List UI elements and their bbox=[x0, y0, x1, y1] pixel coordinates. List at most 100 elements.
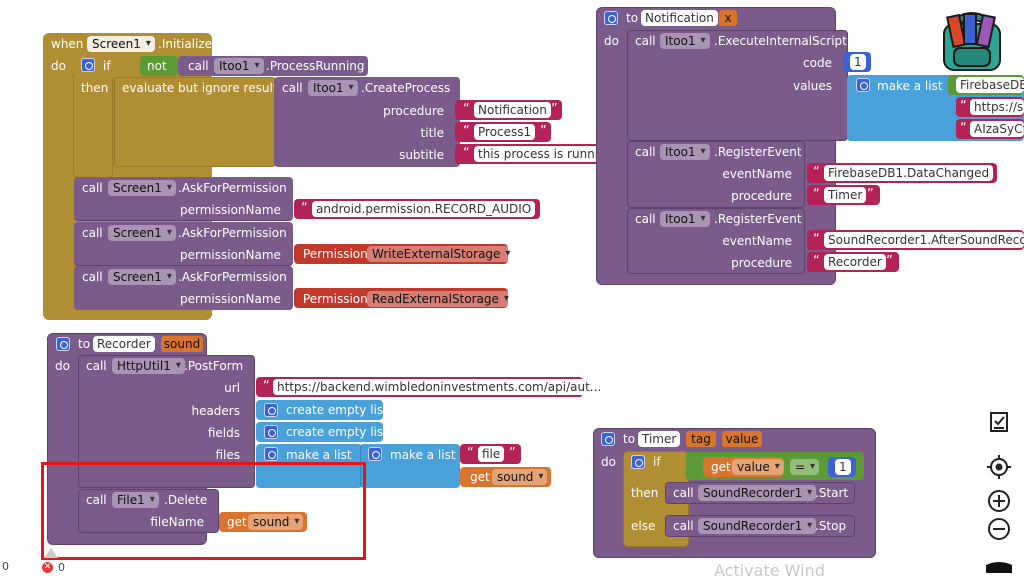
register-event-1-quote-open: “ bbox=[813, 165, 820, 180]
file-value[interactable]: file bbox=[478, 446, 505, 462]
files-inner-list-gear-icon[interactable] bbox=[368, 447, 382, 461]
code-label: code bbox=[803, 56, 832, 70]
zoom-in-icon[interactable] bbox=[987, 489, 1011, 513]
post-form-component-dropdown[interactable]: HttpUtil1 bbox=[112, 358, 185, 374]
recorder-param-sound[interactable]: sound bbox=[161, 336, 203, 352]
warning-icon bbox=[44, 548, 58, 558]
error-count[interactable]: 0 bbox=[58, 561, 65, 574]
not-block[interactable] bbox=[140, 56, 178, 76]
get-sound-2-label: get bbox=[227, 515, 247, 529]
code-value[interactable]: 1 bbox=[850, 54, 866, 70]
timer-if-gear-icon[interactable] bbox=[631, 455, 645, 469]
get-value-dropdown[interactable]: value bbox=[732, 459, 784, 475]
trash-icon[interactable] bbox=[982, 559, 1016, 573]
ask-permission-1-param: permissionName bbox=[180, 203, 281, 217]
values-label: values bbox=[792, 79, 832, 93]
url-value[interactable]: https://backend.wimbledoninvestments.com… bbox=[273, 379, 606, 395]
recorder-start-component-dropdown[interactable]: SoundRecorder1 bbox=[698, 485, 817, 501]
file-delete-component-dropdown[interactable]: File1 bbox=[112, 492, 159, 508]
create-process-call[interactable] bbox=[274, 77, 460, 167]
register-event-1-method: .RegisterEvent bbox=[714, 145, 802, 159]
if-gear-icon[interactable] bbox=[81, 58, 95, 72]
backpack-icon[interactable] bbox=[936, 10, 1008, 78]
values-item-2[interactable]: https://spy bbox=[970, 99, 1024, 115]
register-event-1-proc-label: procedure bbox=[731, 189, 792, 203]
recorder-gear-icon[interactable] bbox=[56, 337, 70, 351]
recorder-start-call-label: call bbox=[673, 486, 694, 500]
recorder-to-label: to bbox=[78, 337, 91, 351]
warning-count[interactable]: 0 bbox=[2, 560, 9, 573]
ask-permission-3-value-dropdown[interactable]: ReadExternalStorage bbox=[367, 291, 513, 307]
procedure-value[interactable]: Notification bbox=[474, 102, 551, 118]
post-form-method: .PostForm bbox=[184, 359, 244, 373]
compare-operator-dropdown[interactable]: = bbox=[790, 459, 820, 475]
timer-param-value[interactable]: value bbox=[722, 431, 762, 447]
ask-permission-2-component-dropdown[interactable]: Screen1 bbox=[108, 225, 176, 241]
init-component-dropdown[interactable]: Screen1 bbox=[87, 36, 155, 52]
zoom-out-icon[interactable] bbox=[987, 517, 1011, 541]
values-item-3-quote: “ bbox=[960, 121, 967, 136]
timer-do-label: do bbox=[601, 455, 616, 469]
register-event-call-2[interactable] bbox=[627, 208, 805, 274]
file-quote-open: “ bbox=[467, 446, 474, 461]
timer-else-label: else bbox=[631, 519, 656, 533]
files-list-gear-icon[interactable] bbox=[264, 447, 278, 461]
notification-name-field[interactable]: Notification bbox=[641, 10, 718, 26]
notification-gear-icon[interactable] bbox=[604, 11, 618, 25]
values-item-3[interactable]: AIzaSyCf bbox=[970, 121, 1024, 137]
values-list-gear-icon[interactable] bbox=[856, 78, 870, 92]
ask-permission-3-component-dropdown[interactable]: Screen1 bbox=[108, 269, 176, 285]
ask-permission-1-component-dropdown[interactable]: Screen1 bbox=[108, 180, 176, 196]
values-item-2-quote: “ bbox=[960, 99, 967, 114]
register-event-2-component-dropdown[interactable]: Itoo1 bbox=[660, 211, 710, 227]
evaluate-label: evaluate but ignore result bbox=[122, 81, 278, 95]
compare-number-value[interactable]: 1 bbox=[835, 459, 851, 475]
register-event-call-1[interactable] bbox=[627, 141, 805, 208]
recorder-name-field[interactable]: Recorder bbox=[93, 336, 155, 352]
title-quote-close: ” bbox=[540, 124, 547, 139]
create-process-component-dropdown[interactable]: Itoo1 bbox=[308, 80, 358, 96]
checklist-icon[interactable] bbox=[988, 411, 1010, 433]
register-event-2-proc-quote-close: ” bbox=[886, 254, 893, 269]
workspace-controls bbox=[980, 405, 1020, 573]
ask-permission-2-prefix: Permission bbox=[303, 247, 368, 261]
ask-permission-1-value[interactable]: android.permission.RECORD_AUDIO bbox=[312, 201, 536, 217]
execute-script-method: .ExecuteInternalScript bbox=[714, 34, 847, 48]
recenter-icon[interactable] bbox=[987, 455, 1011, 479]
highlight-box bbox=[41, 462, 366, 560]
error-icon[interactable]: ✕ bbox=[42, 562, 53, 573]
register-event-1-event-value[interactable]: FirebaseDB1.DataChanged bbox=[824, 165, 994, 181]
timer-name-field[interactable]: Timer bbox=[638, 431, 681, 447]
get-sound-1-dropdown[interactable]: sound bbox=[492, 469, 548, 485]
file-delete-call-label: call bbox=[86, 493, 107, 507]
headers-label: headers bbox=[191, 404, 240, 418]
subtitle-value[interactable]: this process is running bbox=[474, 146, 618, 162]
register-event-1-proc-quote-open: “ bbox=[813, 187, 820, 202]
fields-label: fields bbox=[207, 426, 240, 440]
post-form-call[interactable] bbox=[78, 355, 255, 488]
execute-script-component-dropdown[interactable]: Itoo1 bbox=[660, 33, 710, 49]
notification-param-x[interactable]: x bbox=[719, 10, 737, 26]
register-event-2-proc-value[interactable]: Recorder bbox=[824, 254, 886, 270]
register-event-2-call-label: call bbox=[635, 212, 656, 226]
process-running-component-dropdown[interactable]: Itoo1 bbox=[214, 58, 264, 74]
headers-list-gear-icon[interactable] bbox=[264, 403, 278, 417]
ask-permission-2-value-dropdown[interactable]: WriteExternalStorage bbox=[367, 246, 515, 262]
register-event-1-component-dropdown[interactable]: Itoo1 bbox=[660, 144, 710, 160]
timer-param-tag[interactable]: tag bbox=[686, 431, 716, 447]
title-value[interactable]: Process1 bbox=[474, 124, 536, 140]
headers-empty-list-label: create empty list bbox=[286, 403, 388, 417]
create-process-call-label: call bbox=[282, 81, 303, 95]
recorder-stop-component-dropdown[interactable]: SoundRecorder1 bbox=[698, 518, 817, 534]
register-event-2-event-value[interactable]: SoundRecorder1.AfterSoundRecorde bbox=[824, 232, 1024, 248]
timer-if-label: if bbox=[653, 455, 661, 469]
get-sound-2-dropdown[interactable]: sound bbox=[248, 514, 304, 530]
evaluate-block[interactable] bbox=[114, 77, 276, 167]
fields-empty-list-label: create empty list bbox=[286, 425, 388, 439]
fields-list-gear-icon[interactable] bbox=[264, 425, 278, 439]
headers-empty-list-block[interactable] bbox=[256, 400, 383, 420]
values-item-1[interactable]: FirebaseDB bbox=[956, 77, 1024, 93]
register-event-1-proc-value[interactable]: Timer bbox=[824, 187, 867, 203]
timer-gear-icon[interactable] bbox=[601, 432, 615, 446]
fields-empty-list-block[interactable] bbox=[256, 422, 383, 442]
